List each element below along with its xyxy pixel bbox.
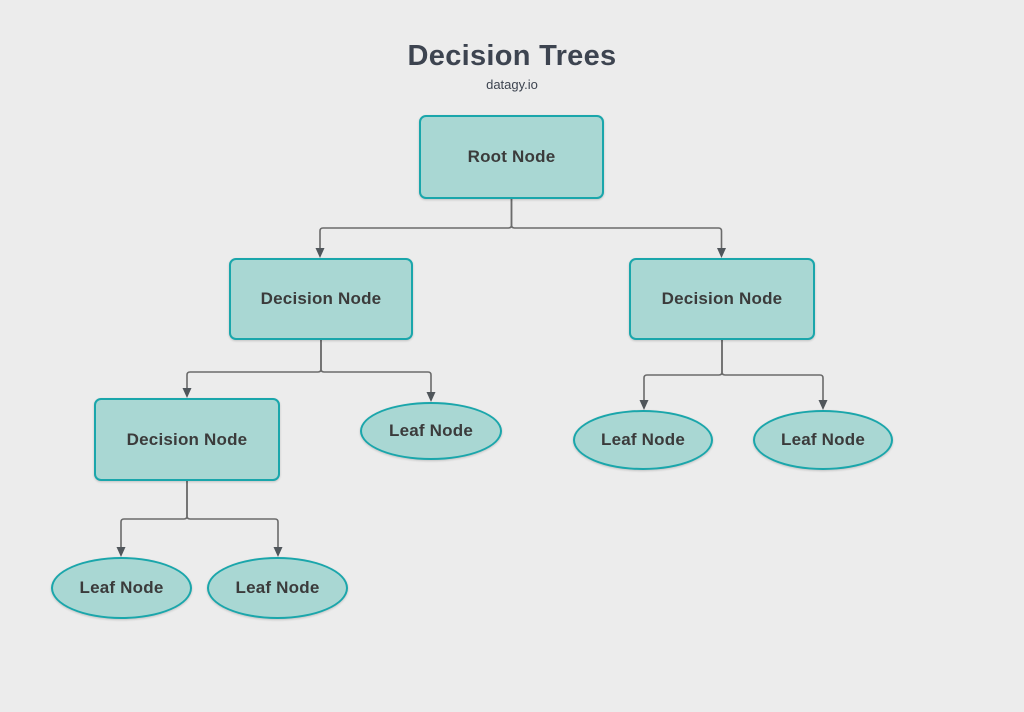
diagram-subtitle: datagy.io <box>486 77 538 92</box>
node-decision-left[interactable]: Decision Node <box>229 258 413 340</box>
connector-arrowhead <box>717 248 726 258</box>
node-leaf-right-2[interactable]: Leaf Node <box>753 410 893 470</box>
node-label: Decision Node <box>661 289 783 308</box>
node-label: Root Node <box>467 147 556 166</box>
connector-arrowhead <box>273 547 283 557</box>
connector-line <box>320 340 432 392</box>
node-label: Leaf Node <box>235 578 320 597</box>
node-leaf-bottom-1[interactable]: Leaf Node <box>51 557 192 619</box>
node-leaf-mid[interactable]: Leaf Node <box>360 402 502 460</box>
node-leaf-bottom-2[interactable]: Leaf Node <box>207 557 348 619</box>
connector-arrowhead <box>426 392 436 402</box>
connector-arrowhead <box>818 400 828 410</box>
connector-arrowhead <box>116 547 126 557</box>
node-root[interactable]: Root Node <box>419 115 604 199</box>
node-label: Leaf Node <box>389 421 473 440</box>
node-decision-right[interactable]: Decision Node <box>629 258 815 340</box>
node-label: Decision Node <box>126 429 248 449</box>
connector-arrowhead <box>182 388 192 398</box>
connector-arrowhead <box>315 248 325 258</box>
connector-line <box>319 199 513 248</box>
node-label: Leaf Node <box>781 430 865 449</box>
connector-line <box>120 481 188 547</box>
connector-line <box>186 481 279 547</box>
diagram-title: Decision Trees <box>407 40 617 72</box>
node-label: Decision Node <box>260 289 382 308</box>
node-label: Leaf Node <box>79 578 164 597</box>
connector-line <box>721 340 824 400</box>
connector-line <box>186 340 322 388</box>
connector-line <box>643 340 723 400</box>
node-decision-left-child[interactable]: Decision Node <box>94 398 280 481</box>
connector-line <box>510 199 723 248</box>
node-leaf-right-1[interactable]: Leaf Node <box>573 410 713 470</box>
node-label: Leaf Node <box>601 430 685 449</box>
connector-arrowhead <box>639 400 649 410</box>
